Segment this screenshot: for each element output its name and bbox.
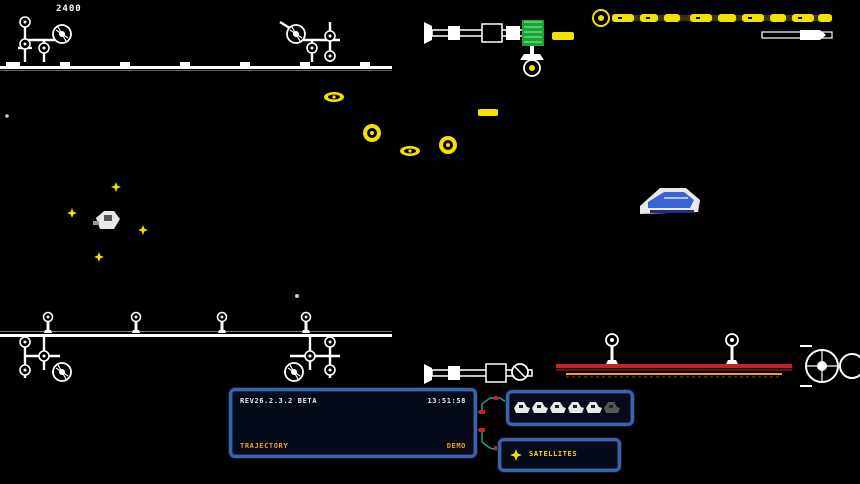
version-label: REV26.2.3.2 BETA (240, 397, 318, 405)
satellites-label: SATELLITES (529, 450, 578, 458)
satellite-icon (510, 449, 522, 461)
life-icon (604, 402, 620, 413)
blue-enemy-ship (640, 188, 700, 214)
bottom-left-station (0, 311, 392, 382)
bottom-pipe-structure (424, 363, 533, 384)
top-pipe-structure (424, 20, 574, 77)
right-edge-machine (800, 345, 860, 387)
score-counter: 2400 (56, 4, 82, 14)
clock-label: 13:51:58 (427, 397, 466, 405)
satellites-panel: SATELLITES (498, 438, 621, 472)
enemy-formation (324, 92, 498, 156)
hud-connectors (472, 396, 507, 451)
top-left-station (0, 16, 392, 71)
lives-display (514, 402, 620, 413)
life-icon (550, 402, 566, 413)
life-icon (514, 402, 530, 413)
life-icon (532, 402, 548, 413)
red-rail-platform (556, 333, 792, 378)
player-ship (67, 182, 148, 262)
demo-tag: DEMO (446, 442, 466, 450)
mode-label: TRAJECTORY (240, 442, 289, 450)
life-icon (568, 402, 584, 413)
life-icon (586, 402, 602, 413)
yellow-chain-enemy (592, 9, 833, 40)
status-panel: REV26.2.3.2 BETA 13:51:58 TRAJECTORY DEM… (229, 388, 477, 458)
lives-panel (506, 390, 634, 426)
